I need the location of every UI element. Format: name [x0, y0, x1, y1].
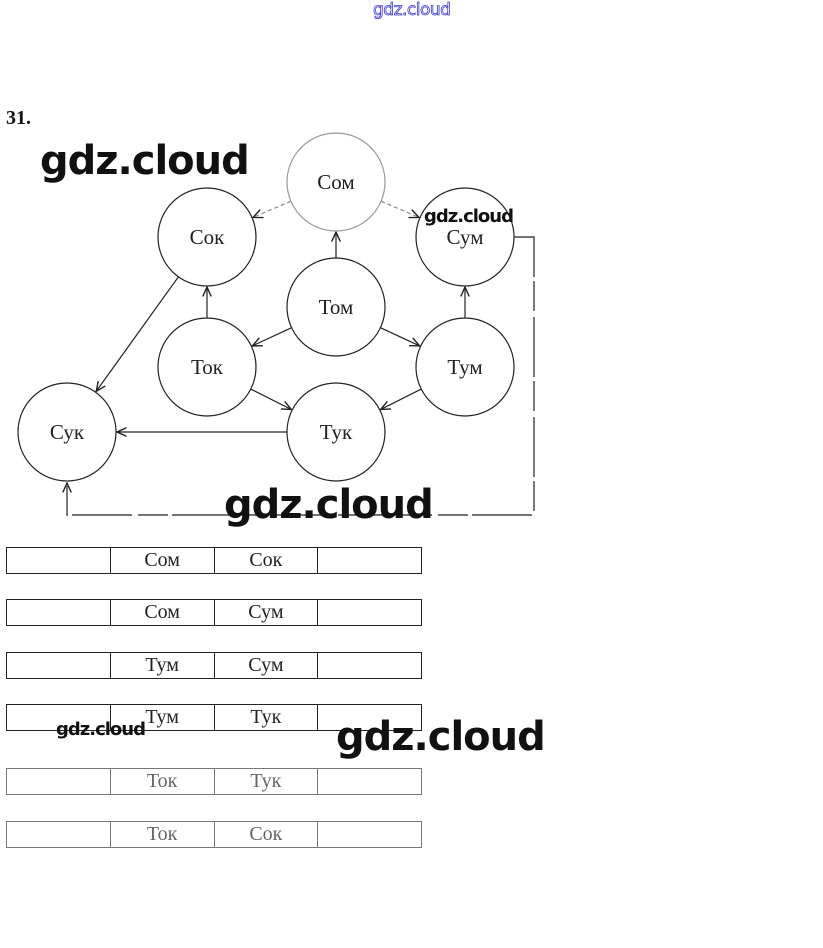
table-cell: [7, 705, 111, 730]
table-cell: Тум: [111, 653, 215, 678]
edge-sum-to-suk: [67, 236, 535, 516]
graph-node-tom: Том: [286, 257, 386, 357]
table-cell: [318, 822, 421, 847]
table-cell: [318, 653, 421, 678]
table-cell: Сок: [215, 548, 319, 573]
edge-tom-to-tum: [380, 327, 419, 346]
node-circle: [415, 317, 515, 417]
graph-node-sok: Сок: [157, 187, 257, 287]
table-cell: [7, 822, 111, 847]
table-cell: [7, 600, 111, 625]
graph-node-tum: Тум: [415, 317, 515, 417]
node-circle: [286, 132, 386, 232]
table-cell: Сом: [111, 600, 215, 625]
table-cell: [318, 548, 421, 573]
table-cell: Ток: [111, 769, 215, 794]
node-circle: [286, 257, 386, 357]
table-cell: [7, 653, 111, 678]
table-cell: [7, 769, 111, 794]
node-label: Тук: [320, 420, 353, 444]
watermark-overlay: gdz.cloud: [336, 714, 546, 760]
watermark-overlay: gdz.cloud: [56, 719, 146, 740]
table-cell: [318, 600, 421, 625]
node-circle: [157, 187, 257, 287]
edge-tok-to-tuk: [250, 388, 292, 409]
table-cell: Тук: [215, 705, 319, 730]
watermark-top: gdz.cloud: [373, 0, 452, 20]
edge-sok-to-suk: [96, 276, 179, 392]
node-circle: [157, 317, 257, 417]
graph-node-tok: Ток: [157, 317, 257, 417]
node-label: Сум: [447, 225, 484, 249]
edge-som-to-sok: [253, 200, 292, 217]
edge-som-to-sum: [380, 200, 419, 217]
graph-node-sum: Сум: [415, 187, 515, 287]
edge-tum-to-tuk: [381, 388, 422, 409]
table-cell: Сок: [215, 822, 319, 847]
table-cell: Сум: [215, 653, 319, 678]
node-label: Сук: [50, 420, 85, 444]
graph-node-tuk: Тук: [286, 382, 386, 482]
node-label: Сом: [317, 170, 354, 194]
node-label: Ток: [191, 355, 224, 379]
node-label: Том: [319, 295, 354, 319]
node-circle: [286, 382, 386, 482]
watermark-overlay: gdz.cloud: [224, 482, 434, 528]
node-circle: [17, 382, 117, 482]
edge-tom-to-tok: [252, 327, 292, 346]
watermark-overlay: gdz.cloud: [40, 138, 250, 184]
task-number: 31.: [6, 107, 31, 129]
table-cell: [7, 548, 111, 573]
table-cell: Тум: [111, 705, 215, 730]
node-circle: [415, 187, 515, 287]
graph-node-som: Сом: [286, 132, 386, 232]
watermark-overlay: gdz.cloud: [424, 206, 514, 227]
table-cell: Тук: [215, 769, 319, 794]
table-cell: Ток: [111, 822, 215, 847]
graph-node-suk: Сук: [17, 382, 117, 482]
table-cell: [318, 769, 421, 794]
node-label: Тум: [447, 355, 482, 379]
table-cell: Сом: [111, 548, 215, 573]
table-cell: Сум: [215, 600, 319, 625]
node-label: Сок: [190, 225, 226, 249]
